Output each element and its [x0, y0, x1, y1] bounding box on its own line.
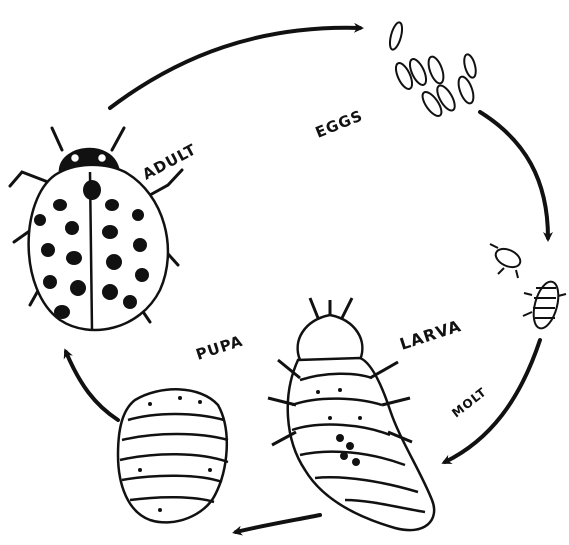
label-adult: ADULT — [139, 140, 199, 183]
label-molt: MOLT — [449, 385, 489, 421]
arrow-eggs-to-larva — [480, 112, 548, 238]
arrow-larva-to-pupa — [236, 515, 320, 532]
pupa-illustration — [118, 389, 228, 522]
eggs-illustration — [388, 21, 478, 119]
label-pupa: PUPA — [194, 332, 246, 364]
label-eggs: EGGS — [313, 106, 366, 141]
young-larva-illustration — [490, 244, 566, 331]
arrow-adult-to-eggs — [110, 28, 360, 108]
label-larva: LARVA — [397, 316, 463, 354]
arrow-pupa-to-adult — [66, 352, 118, 420]
